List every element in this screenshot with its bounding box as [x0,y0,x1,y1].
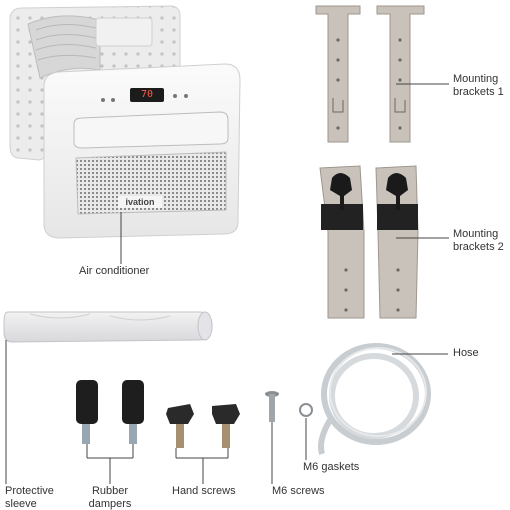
label-protective-sleeve: Protective sleeve [5,485,54,510]
air-conditioner-unit [9,5,241,239]
label-rubber-dampers: Rubber dampers [88,485,132,510]
mounting-brackets-2 [319,165,419,319]
mounting-brackets-1 [315,5,425,143]
m6-gasket [299,403,313,417]
rubber-dampers [76,380,144,444]
ac-display-value: 70 [140,89,154,100]
hose [318,343,431,455]
label-m6-gaskets: M6 gaskets [303,461,360,473]
leader-lines [5,83,449,484]
hand-screws [166,404,240,448]
label-m6-screws: M6 screws [272,485,325,497]
m6-screw [265,391,279,422]
label-hose: Hose [453,347,479,359]
protective-sleeve [3,311,213,343]
ac-display [130,88,164,102]
label-mounting-brackets-2: Mounting brackets 2 [453,228,504,253]
ac-brand-logo: ivation [125,197,155,207]
label-air-conditioner: Air conditioner [79,265,150,277]
label-mounting-brackets-1: Mounting brackets 1 [453,73,504,98]
label-hand-screws: Hand screws [172,485,236,497]
